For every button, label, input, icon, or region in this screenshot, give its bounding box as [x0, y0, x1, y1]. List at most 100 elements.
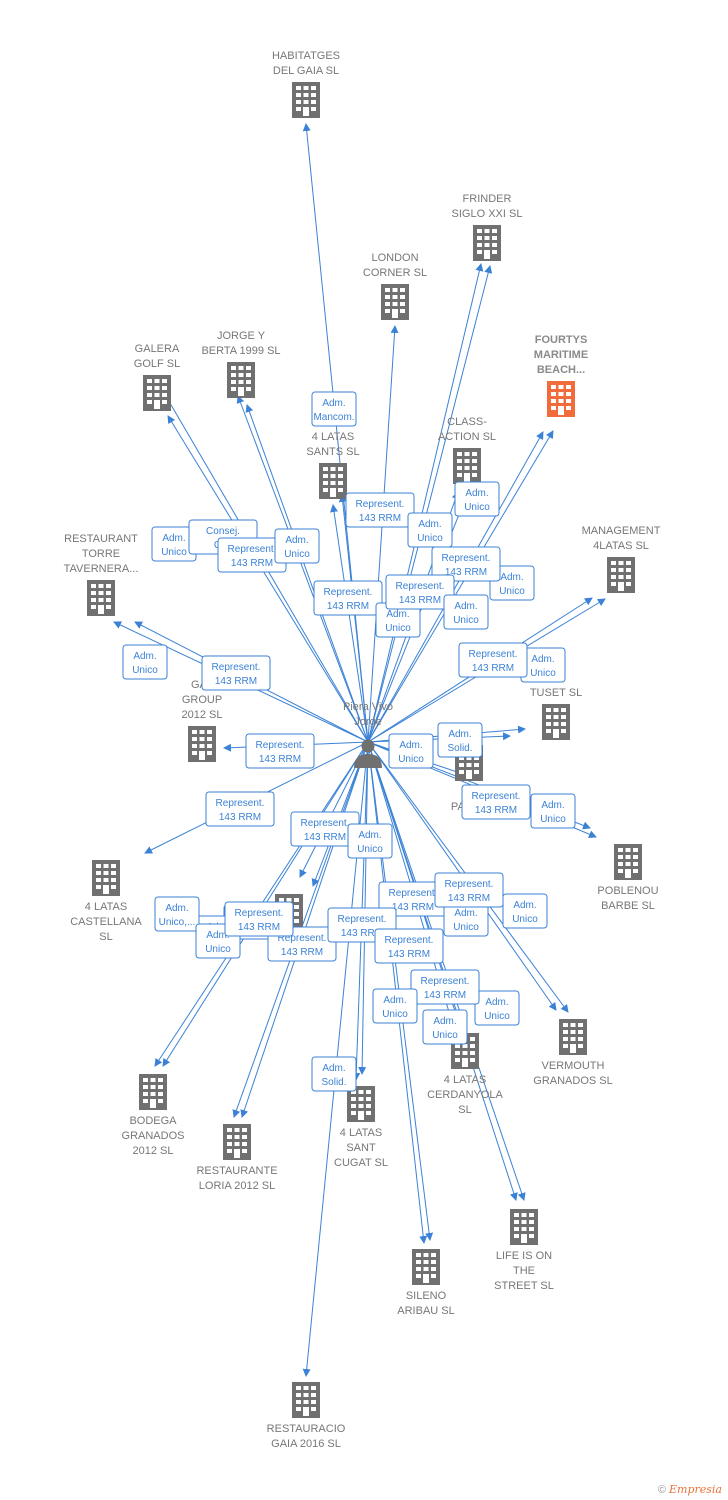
role-badge-box	[443, 594, 489, 630]
role-badge[interactable]: Represent.143 RRM	[201, 655, 271, 691]
role-badge[interactable]: Represent.143 RRM	[431, 546, 501, 582]
company-label: STREET SL	[494, 1280, 554, 1292]
company-node-restaurant[interactable]: RESTAURANTTORRETAVERNERA...	[64, 533, 139, 616]
role-badge[interactable]: Adm.Unico	[388, 733, 434, 769]
company-label: VERMOUTH	[542, 1060, 605, 1072]
roles-layer: Adm.Mancom.Represent.143 RRMRepresent.14…	[122, 391, 576, 1092]
role-text: Represent.	[389, 888, 438, 899]
building-icon	[510, 1209, 538, 1245]
role-badge[interactable]: Adm.Unico	[454, 481, 500, 517]
role-text: Unico	[464, 502, 490, 513]
building-icon	[607, 557, 635, 593]
company-node-fourtys[interactable]: FOURTYSMARITIMEBEACH...	[534, 334, 588, 417]
role-badge[interactable]: Adm.Solid.	[437, 722, 483, 758]
role-badge[interactable]: Represent.143 RRM	[345, 492, 415, 528]
building-icon	[473, 225, 501, 261]
role-text: Adm.	[531, 654, 554, 665]
role-badge[interactable]: Adm.Unico	[151, 526, 197, 562]
role-badge[interactable]: Adm.Solid.	[311, 1056, 357, 1092]
role-text: Unico	[540, 814, 566, 825]
role-text: 143 RRM	[448, 893, 490, 904]
role-badge-box	[461, 784, 531, 820]
role-text: Unico,...	[159, 917, 196, 928]
role-text: Unico	[398, 754, 424, 765]
role-badge-box	[313, 580, 383, 616]
edge-fourtys	[367, 431, 544, 743]
copyright-symbol: ©	[657, 1484, 666, 1496]
role-badge[interactable]: Adm.Unico	[347, 823, 393, 859]
company-label: BEACH...	[537, 364, 585, 376]
role-badge[interactable]: Adm.Unico	[530, 793, 576, 829]
company-node-galgroup[interactable]: GALGROUP2012 SL	[182, 679, 223, 762]
role-badge[interactable]: Adm.Unico	[443, 594, 489, 630]
role-badge[interactable]: Adm.Unico	[407, 512, 453, 548]
role-badge[interactable]: Represent.143 RRM	[374, 928, 444, 964]
role-badge[interactable]: Adm.Unico	[474, 990, 520, 1026]
company-label: 4 LATAS	[85, 901, 127, 913]
role-badge[interactable]: Represent.143 RRM	[245, 733, 315, 769]
role-badge[interactable]: Represent.143 RRM	[313, 580, 383, 616]
role-badge[interactable]: Represent.143 RRM	[434, 872, 504, 908]
building-icon	[92, 860, 120, 896]
role-badge[interactable]: Represent.143 RRM	[224, 901, 294, 937]
role-text: Represent.	[324, 587, 373, 598]
role-badge[interactable]: Represent.143 RRM	[461, 784, 531, 820]
company-node-lifeis[interactable]: LIFE IS ON THE STREET SL	[494, 1209, 554, 1292]
role-badge[interactable]: Represent.143 RRM	[410, 969, 480, 1005]
role-badge-box	[201, 655, 271, 691]
role-badge[interactable]: Represent.143 RRM	[385, 574, 455, 610]
role-badge[interactable]: Adm.Unico	[520, 647, 566, 683]
role-badge[interactable]: Adm.Unico	[372, 988, 418, 1024]
role-badge[interactable]: Represent.143 RRM	[205, 791, 275, 827]
company-label: LIFE IS ON	[496, 1250, 552, 1262]
role-text: Unico	[382, 1009, 408, 1020]
company-label: CLASS-	[447, 416, 487, 428]
role-badge[interactable]: Adm.Mancom.	[311, 391, 357, 427]
company-node-classaction[interactable]: CLASS-ACTION SL	[438, 416, 496, 484]
role-badge-box	[454, 481, 500, 517]
company-label: TORRE	[82, 548, 120, 560]
company-label: ARIBAU SL	[397, 1305, 454, 1317]
role-badge[interactable]: Represent.143 RRM	[458, 642, 528, 678]
company-label: THE	[513, 1265, 535, 1277]
company-label: 4LATAS SL	[593, 540, 649, 552]
role-badge[interactable]: Adm.Unico	[422, 1009, 468, 1045]
company-label: SL	[458, 1104, 471, 1116]
company-label: SIGLO XXI SL	[452, 208, 523, 220]
role-badge[interactable]: Adm.Unico	[489, 565, 535, 601]
role-text: Unico	[205, 944, 231, 955]
role-badge[interactable]: Adm.Unico	[502, 893, 548, 929]
role-badge[interactable]: Adm.Unico	[122, 644, 168, 680]
company-label: MARITIME	[534, 349, 588, 361]
role-text: Represent.	[256, 740, 305, 751]
role-text: 143 RRM	[341, 928, 383, 939]
role-text: 143 RRM	[392, 902, 434, 913]
role-text: Adm.	[358, 830, 381, 841]
role-badge[interactable]: Represent.143 RRM	[290, 811, 360, 847]
role-text: Adm.	[133, 651, 156, 662]
role-badge-box	[372, 988, 418, 1024]
company-label: BARBE SL	[601, 900, 655, 912]
role-badge[interactable]: Adm.Unico,...	[154, 896, 200, 932]
role-badge[interactable]: Adm.Unico	[274, 528, 320, 564]
role-badge-box	[489, 565, 535, 601]
role-badge-box	[437, 722, 483, 758]
role-text: Adm.	[322, 1063, 345, 1074]
